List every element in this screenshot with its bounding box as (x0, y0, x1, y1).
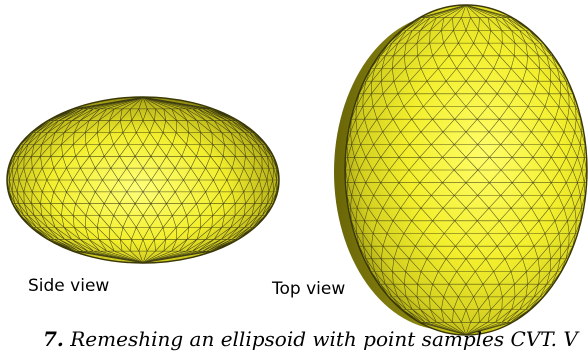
top-view-ellipsoid (334, 4, 588, 336)
caption-number: 7. (43, 327, 64, 351)
figure-canvas (6, 4, 588, 336)
side-view-ellipsoid (6, 96, 280, 264)
side-view-label: Side view (28, 276, 110, 296)
mesh-edges (345, 5, 587, 335)
figure-caption: 7. Remeshing an ellipsoid with point sam… (43, 327, 578, 351)
top-view-label: Top view (272, 279, 346, 299)
caption-text: Remeshing an ellipsoid with point sample… (70, 327, 578, 351)
